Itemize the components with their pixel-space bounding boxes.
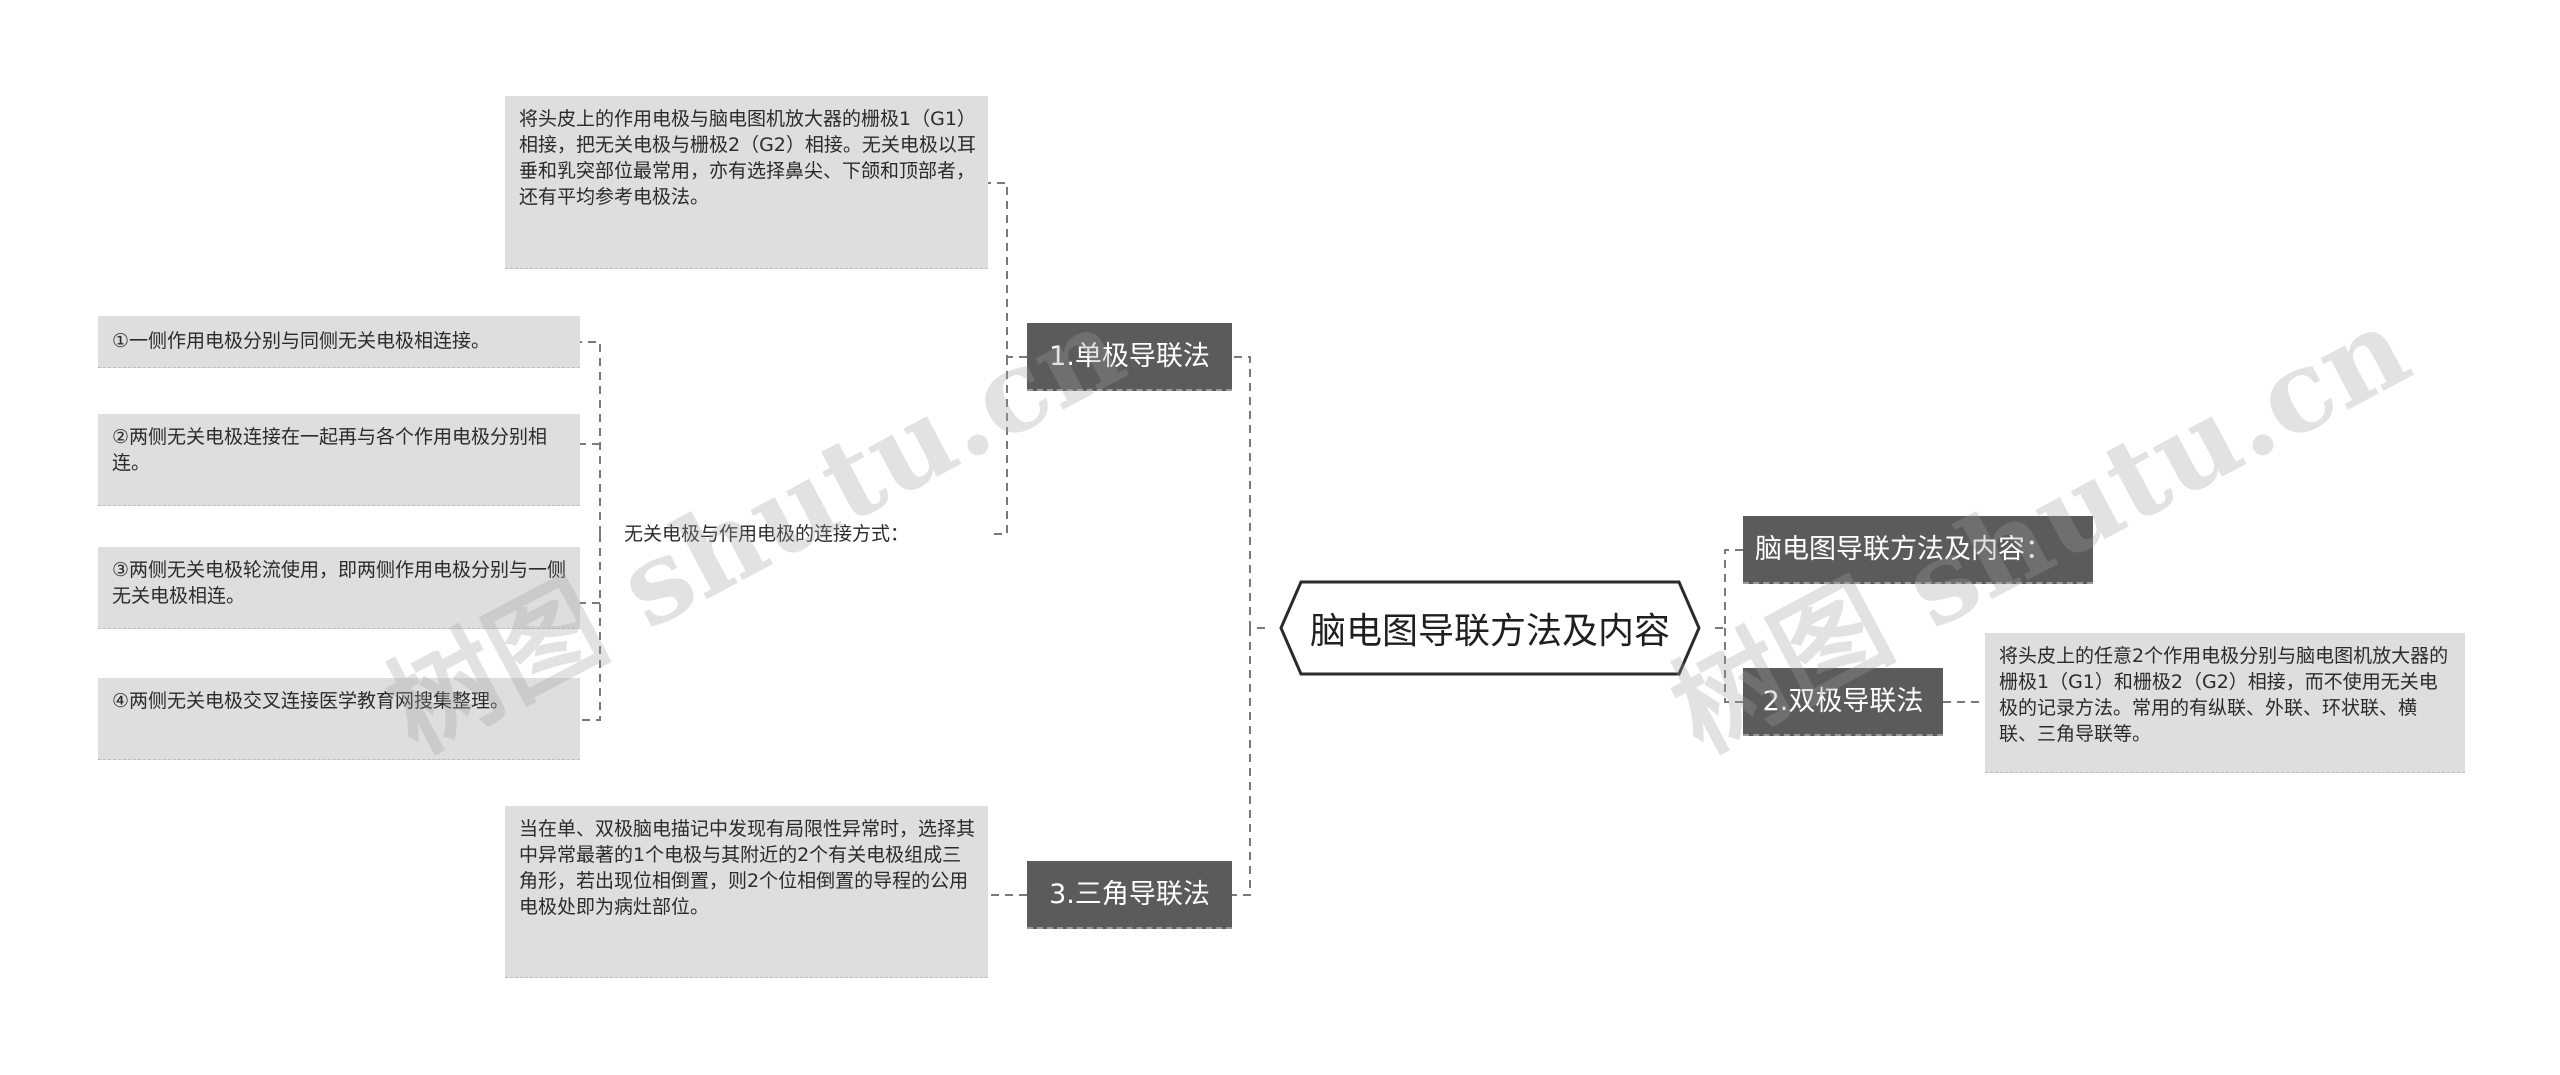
edge-root-bi — [1724, 628, 1743, 703]
branch-bipolar[interactable]: 2.双极导联法 — [1743, 668, 1943, 736]
method-item-1[interactable]: ①一侧作用电极分别与同侧无关电极相连接。 — [98, 316, 580, 368]
method-item-3[interactable]: ③两侧无关电极轮流使用，即两侧作用电极分别与一侧无关电极相连。 — [98, 547, 580, 629]
edge-sub-methods — [580, 341, 601, 721]
triangle-description[interactable]: 当在单、双极脑电描记中发现有局限性异常时，选择其中异常最著的1个电极与其附近的2… — [505, 806, 988, 978]
root-node-shape — [1279, 580, 1701, 676]
branch-triangle[interactable]: 3.三角导联法 — [1027, 861, 1232, 929]
edge-root-mono — [1232, 356, 1265, 629]
mono-description[interactable]: 将头皮上的作用电极与脑电图机放大器的栅极1（G1）相接，把无关电极与栅极2（G2… — [505, 96, 988, 269]
method-item-2[interactable]: ②两侧无关电极连接在一起再与各个作用电极分别相连。 — [98, 414, 580, 506]
root-node-label[interactable]: 脑电图导联方法及内容 — [1309, 611, 1670, 652]
connection-methods-label[interactable]: 无关电极与作用电极的连接方式： — [620, 521, 914, 547]
branch-monopolar[interactable]: 1.单极导联法 — [1027, 323, 1232, 391]
edge-root-tri — [1232, 628, 1251, 896]
edge-root-title — [1715, 549, 1743, 629]
method-item-4[interactable]: ④两侧无关电极交叉连接医学教育网搜集整理。 — [98, 678, 580, 760]
bipolar-description[interactable]: 将头皮上的任意2个作用电极分别与脑电图机放大器的栅极1（G1）和栅极2（G2）相… — [1985, 633, 2465, 773]
branch-title-contents[interactable]: 脑电图导联方法及内容： — [1743, 516, 2093, 584]
edge-mono-sub — [988, 357, 1008, 535]
edge-mono-desc — [988, 182, 1027, 358]
